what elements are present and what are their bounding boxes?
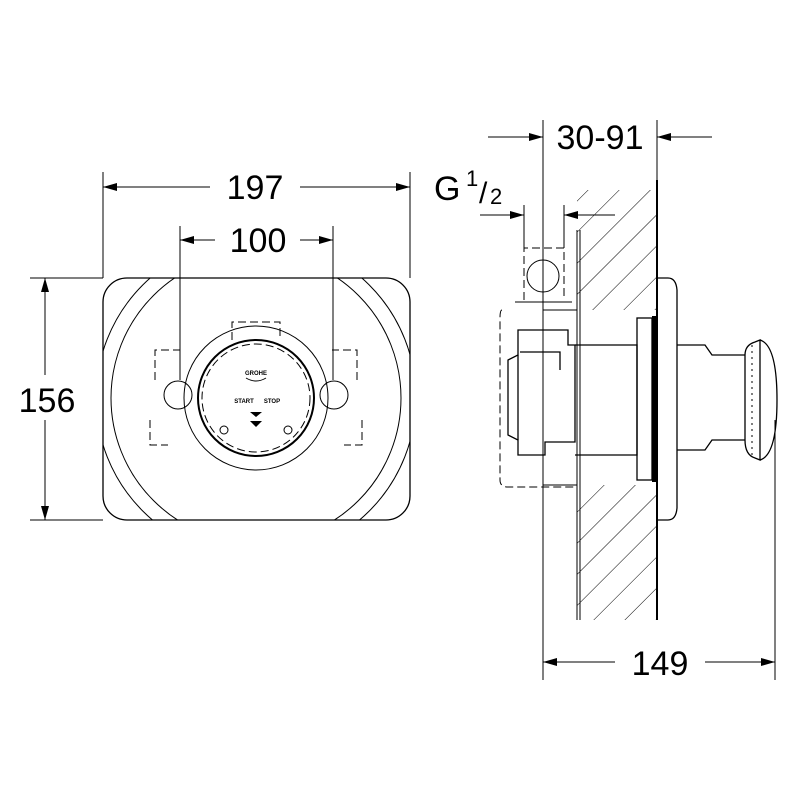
- side-view: [499, 180, 778, 620]
- push-button-knob[interactable]: [744, 339, 778, 461]
- svg-text:1: 1: [466, 166, 478, 191]
- dimension-30-91: 30-91: [488, 119, 712, 180]
- svg-text:G: G: [434, 170, 460, 208]
- svg-text:197: 197: [227, 169, 284, 207]
- dimension-connection: G 1 / 2: [434, 166, 615, 248]
- dimension-100: 100: [179, 222, 334, 380]
- brand-logo: GROHE: [245, 371, 267, 377]
- svg-text:100: 100: [230, 222, 287, 260]
- dimension-156: 156: [19, 277, 103, 521]
- escutcheon: [657, 277, 678, 521]
- svg-text:2: 2: [490, 184, 502, 209]
- svg-text:156: 156: [19, 382, 76, 420]
- svg-text:149: 149: [632, 645, 689, 683]
- dimension-149: 149: [543, 645, 775, 683]
- stop-label: STOP: [264, 399, 280, 405]
- front-view: GROHE START STOP: [102, 277, 411, 521]
- control-button[interactable]: [197, 339, 315, 457]
- fraction-slash: /: [479, 177, 488, 210]
- start-label: START: [234, 399, 254, 405]
- dimension-197: 197: [102, 169, 411, 278]
- svg-text:30-91: 30-91: [557, 119, 644, 157]
- arrow-down-icon: [250, 412, 262, 427]
- cover-plate: [102, 277, 411, 521]
